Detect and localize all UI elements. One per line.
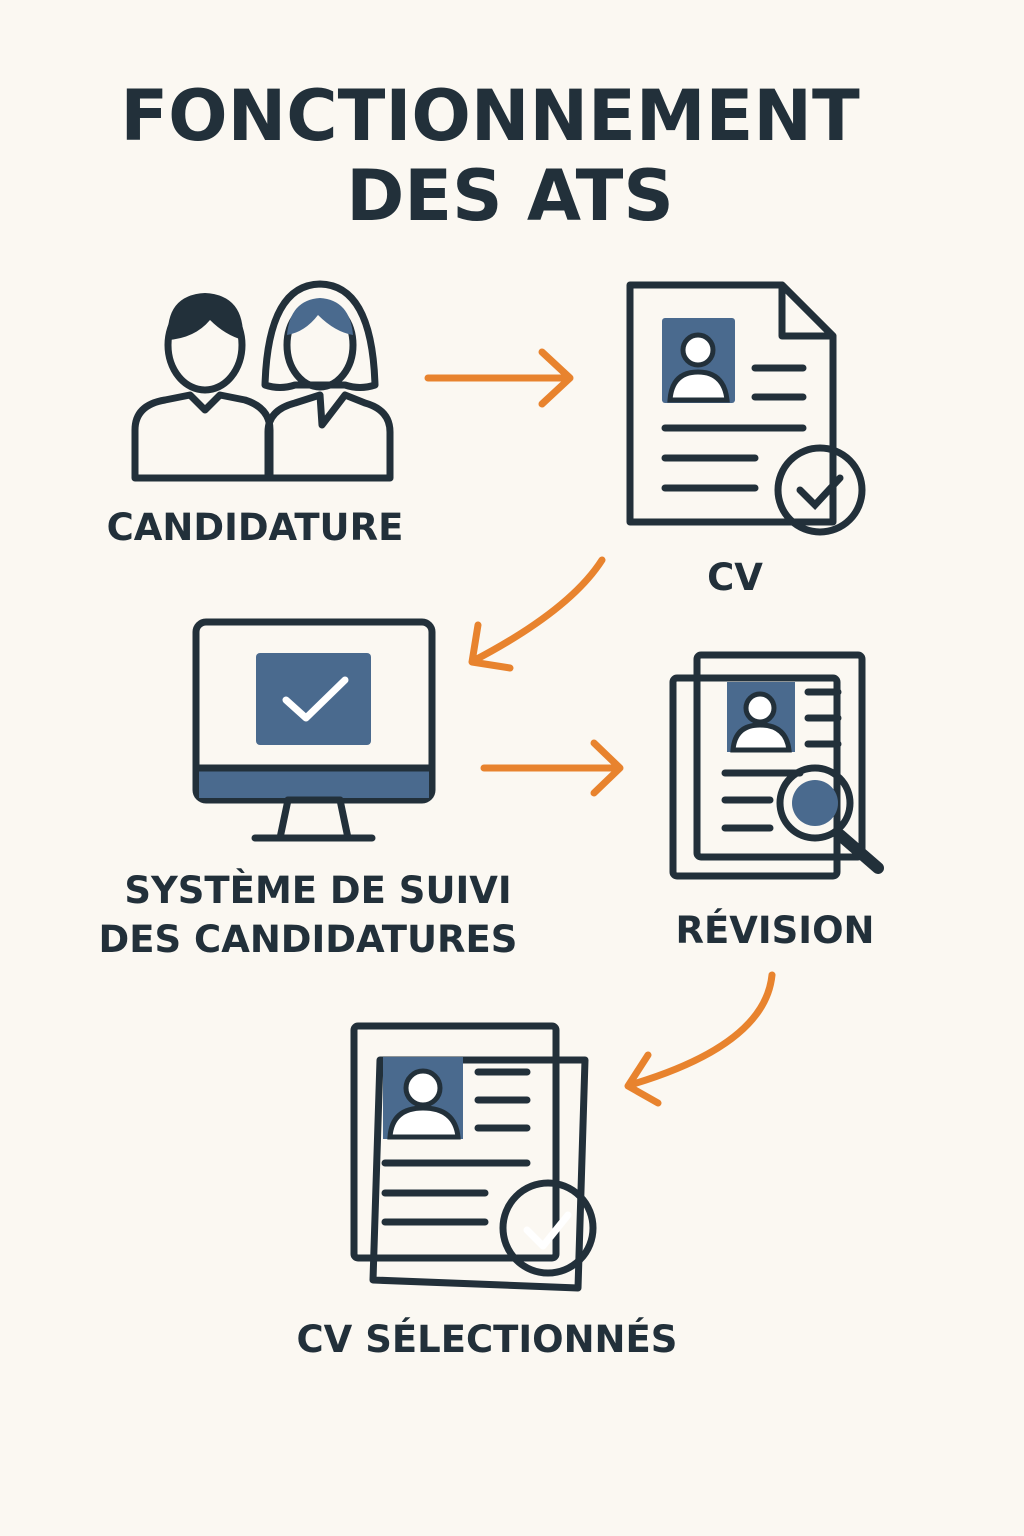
monitor-check-icon <box>192 618 436 842</box>
step-label-revision: RÉVISION <box>675 908 874 952</box>
resume-stack-check-icon <box>350 1022 597 1292</box>
people-icon <box>131 280 394 482</box>
step-label-ats-line1: SYSTÈME DE SUIVI <box>124 868 511 912</box>
title-line2: DES ATS <box>346 155 674 237</box>
arrow-down-left-icon <box>468 556 606 672</box>
step-label-ats-line2: DES CANDIDATURES <box>99 918 518 961</box>
title-line1: FONCTIONNEMENT <box>120 75 860 157</box>
arrow-right-icon <box>424 348 574 408</box>
step-label-candidature: CANDIDATURE <box>107 506 404 549</box>
arrow-right-icon <box>480 739 624 797</box>
resume-check-icon <box>626 281 866 536</box>
step-label-selected: CV SÉLECTIONNÉS <box>297 1317 678 1361</box>
resume-search-icon <box>669 651 884 880</box>
arrow-down-left-icon <box>624 971 776 1107</box>
step-label-cv: CV <box>707 556 763 599</box>
